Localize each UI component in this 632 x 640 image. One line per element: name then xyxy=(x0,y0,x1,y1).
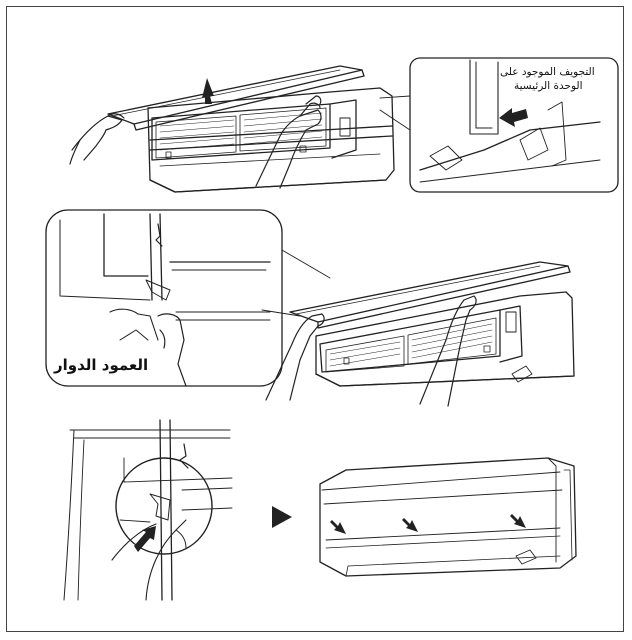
step2-hands xyxy=(265,295,477,407)
press-arrow-icon xyxy=(330,514,526,534)
insert-arrow-icon xyxy=(134,526,156,552)
step2-hand xyxy=(157,313,187,387)
step1-left-hand xyxy=(69,113,125,165)
callout-label-main-unit: الوحدة الرئيسية xyxy=(514,80,583,92)
callout-label-cavity: التجويف الموجود على xyxy=(500,66,595,78)
step3-shaft-detail xyxy=(63,419,233,601)
step2-zoom-inset xyxy=(45,209,331,387)
step1-indoor-unit xyxy=(147,87,395,193)
step1-right-hand xyxy=(255,95,322,189)
step2-indoor-unit xyxy=(289,261,575,387)
step3-closed-unit xyxy=(319,457,577,577)
triangle-right-icon xyxy=(272,506,292,528)
step1-front-panel-raised xyxy=(107,65,365,131)
push-arrow-icon xyxy=(499,108,528,127)
lift-arrow-icon xyxy=(202,78,214,104)
step1-zoom-inset xyxy=(379,57,619,193)
callout-label-rotating-shaft: العمود الدوار xyxy=(54,356,149,374)
